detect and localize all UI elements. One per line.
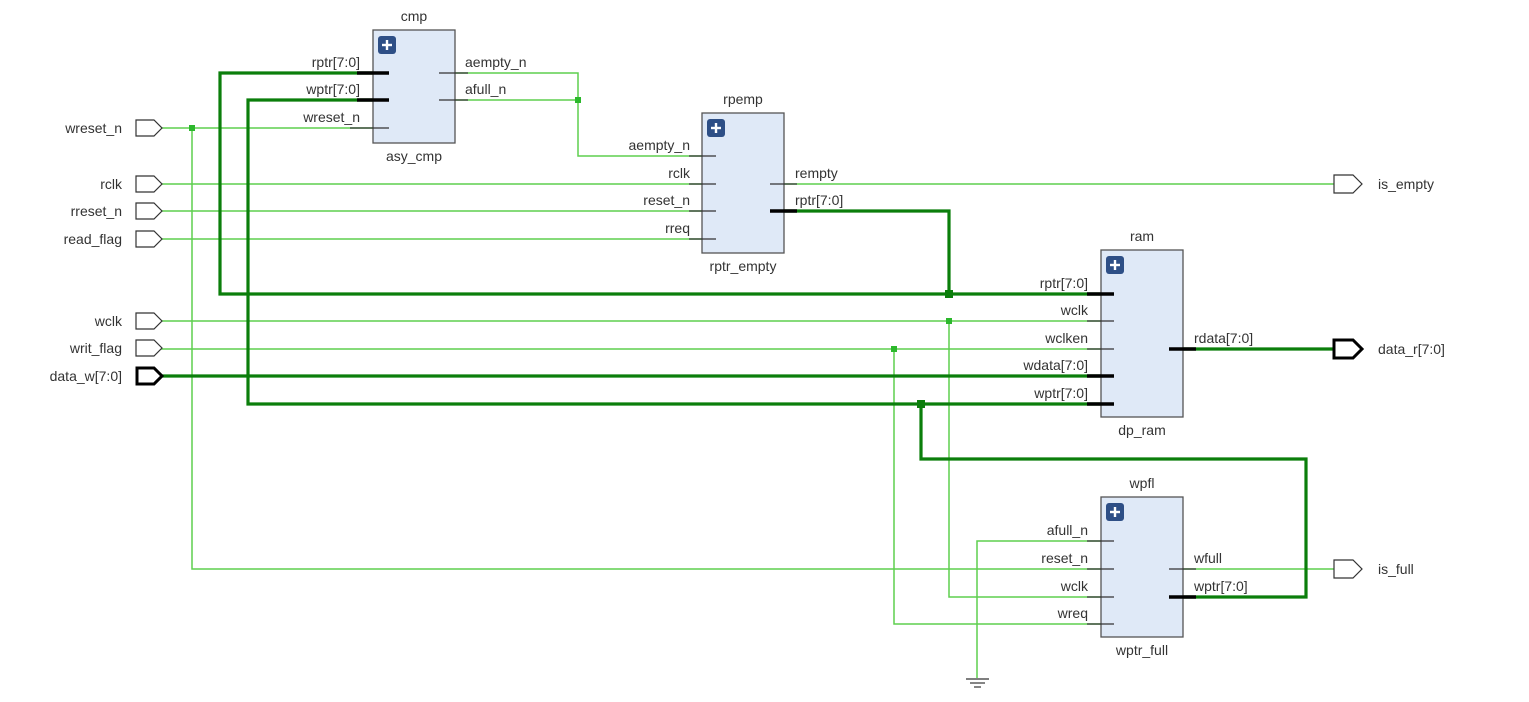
port-label: data_w[7:0] xyxy=(50,368,122,384)
output-port-is_empty[interactable]: is_empty xyxy=(1333,174,1434,194)
output-port-is_full[interactable]: is_full xyxy=(1333,559,1414,579)
ground-icon xyxy=(966,678,989,688)
pin-label: aempty_n xyxy=(465,54,526,70)
pin-label: wclk xyxy=(1060,578,1089,594)
block-ram[interactable]: ram rptr[7:0] wclk wclken wdata[7:0] wpt… xyxy=(1022,228,1253,438)
net-wreset_n[interactable] xyxy=(160,127,1101,570)
block-instance-name: rpemp xyxy=(723,91,763,107)
pin-label: rempty xyxy=(795,165,838,181)
block-module-name: dp_ram xyxy=(1118,422,1165,438)
pin-label: aempty_n xyxy=(629,137,690,153)
block-module-name: rptr_empty xyxy=(710,258,777,274)
block-instance-name: ram xyxy=(1130,228,1154,244)
pin-label: rptr[7:0] xyxy=(1040,275,1088,291)
port-label: wclk xyxy=(94,313,123,329)
input-port-data_w[interactable]: data_w[7:0] xyxy=(50,366,165,386)
port-label: is_full xyxy=(1378,561,1414,577)
input-port-wclk[interactable]: wclk xyxy=(94,312,163,330)
pin-label: rclk xyxy=(668,165,691,181)
port-label: rreset_n xyxy=(71,203,122,219)
block-rpemp[interactable]: rpemp aempty_n rclk reset_n rreq rempty … xyxy=(629,91,844,274)
input-port-rreset_n[interactable]: rreset_n xyxy=(71,202,163,220)
block-module-name: asy_cmp xyxy=(386,148,442,164)
output-port-data_r[interactable]: data_r[7:0] xyxy=(1332,338,1445,360)
pin-label: rptr[7:0] xyxy=(312,54,360,70)
block-body[interactable] xyxy=(701,112,785,254)
plus-square-icon[interactable] xyxy=(707,119,725,137)
pin-label: wreq xyxy=(1057,605,1088,621)
pin-label: rptr[7:0] xyxy=(795,192,843,208)
junction-rptr xyxy=(945,290,953,298)
pin-label: wptr[7:0] xyxy=(1033,385,1088,401)
pin-label: rdata[7:0] xyxy=(1194,330,1253,346)
pin-label: afull_n xyxy=(1047,522,1088,538)
plus-square-icon[interactable] xyxy=(1106,503,1124,521)
net-writ_flag[interactable] xyxy=(160,348,1101,625)
junction-wptr xyxy=(917,400,925,408)
bus-rptr[interactable] xyxy=(218,71,1101,296)
block-instance-name: cmp xyxy=(401,8,428,24)
plus-square-icon[interactable] xyxy=(1106,256,1124,274)
port-label: rclk xyxy=(100,176,123,192)
junction-aempty_n xyxy=(575,97,581,103)
port-label: wreset_n xyxy=(64,120,122,136)
pin-label: wptr[7:0] xyxy=(305,81,360,97)
port-label: read_flag xyxy=(64,231,122,247)
pin-label: wclk xyxy=(1060,302,1089,318)
port-label: data_r[7:0] xyxy=(1378,341,1445,357)
net-wclk[interactable] xyxy=(160,320,1101,598)
bus-wptr[interactable] xyxy=(246,98,1308,599)
junction-writ_flag xyxy=(891,346,897,352)
pin-label: wdata[7:0] xyxy=(1022,357,1088,373)
net-afull_n-gnd[interactable] xyxy=(976,540,1101,678)
input-port-read_flag[interactable]: read_flag xyxy=(64,230,163,248)
pin-label: wfull xyxy=(1193,550,1222,566)
block-instance-name: wpfl xyxy=(1129,475,1155,491)
input-port-writ_flag[interactable]: writ_flag xyxy=(69,339,163,357)
block-cmp[interactable]: cmp rptr[7:0] wptr[7:0] wreset_n aempty_… xyxy=(302,8,526,164)
port-label: is_empty xyxy=(1378,176,1434,192)
port-label: writ_flag xyxy=(69,340,122,356)
junction-wclk xyxy=(946,318,952,324)
input-port-rclk[interactable]: rclk xyxy=(100,175,163,193)
pin-label: wreset_n xyxy=(302,109,360,125)
junction-wreset_n xyxy=(189,125,195,131)
block-body[interactable] xyxy=(1100,249,1184,418)
pin-label: reset_n xyxy=(643,192,690,208)
pin-label: wptr[7:0] xyxy=(1193,578,1248,594)
input-port-wreset_n[interactable]: wreset_n xyxy=(64,119,163,137)
pin-label: wclken xyxy=(1044,330,1088,346)
block-wpfl[interactable]: wpfl afull_n reset_n wclk wreq wfull wpt… xyxy=(1041,475,1247,658)
plus-square-icon[interactable] xyxy=(378,36,396,54)
net-aempty_n[interactable] xyxy=(455,72,702,157)
block-module-name: wptr_full xyxy=(1115,642,1168,658)
pin-label: afull_n xyxy=(465,81,506,97)
pin-label: reset_n xyxy=(1041,550,1088,566)
pin-label: rreq xyxy=(665,220,690,236)
